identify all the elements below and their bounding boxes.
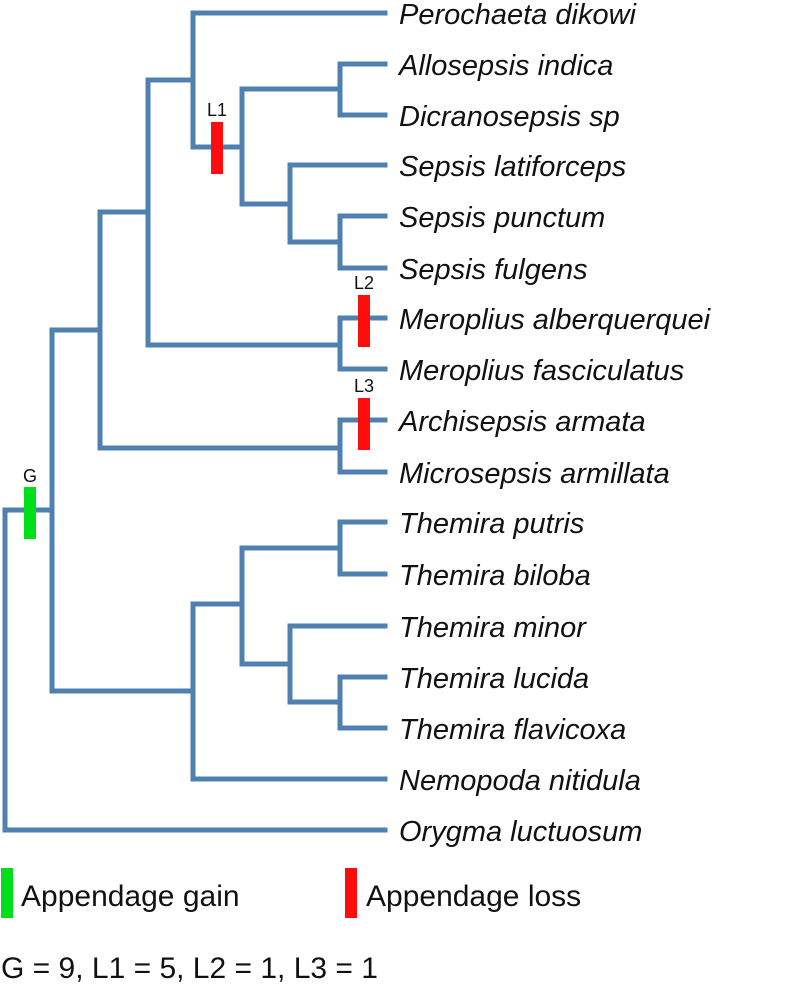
taxon-label: Perochaeta dikowi [399,0,638,31]
loss-marker-3-bar [358,398,370,450]
loss-marker-1-bar [211,122,223,174]
branch-themira-putris-biloba [337,519,388,577]
taxon-label: Themira flavicoxa [399,714,626,746]
branch-sepsis-punctum-fulgens [337,213,388,271]
legend-loss-swatch [345,868,357,918]
taxon-label: Meroplius alberquerquei [399,304,712,336]
branch-upper-clade [97,209,343,451]
loss-marker-2-label: L2 [354,273,374,293]
taxon-label: Themira biloba [399,560,591,592]
taxon-label: Themira lucida [399,663,589,695]
change-markers: G L1 L2 L3 [23,100,374,539]
taxon-label: Nemopoda nitidula [399,765,641,797]
taxon-label: Sepsis latiforceps [399,151,626,183]
loss-marker-1-label: L1 [207,100,227,120]
legend-loss-label: Appendage loss [366,880,581,913]
counts-summary: G = 9, L1 = 5, L2 = 1, L3 = 1 [1,952,378,985]
tree-branches [2,10,388,833]
branch-allosepsis-dicranosepsis [337,61,388,118]
taxon-label: Themira minor [399,612,587,644]
taxon-label: Allosepsis indica [397,50,613,82]
loss-marker-2-bar [358,295,370,347]
gain-marker-label: G [23,466,37,486]
taxon-label: Microsepsis armillata [399,458,670,490]
branch-themira-lucida-flavicoxa [337,674,388,731]
taxon-label: Orygma luctuosum [399,816,642,848]
loss-marker-3-label: L3 [354,376,374,396]
taxon-label: Dicranosepsis sp [399,101,620,133]
taxon-label: Archisepsis armata [397,406,646,438]
taxon-label: Sepsis punctum [399,202,605,234]
gain-marker-bar [24,487,36,539]
legend-gain-label: Appendage gain [21,880,240,913]
taxon-label: Meroplius fasciculatus [399,355,684,387]
branch-ingroup [49,327,196,694]
legend-gain-swatch [1,868,13,918]
taxon-label: Sepsis fulgens [399,254,588,286]
legend: Appendage gain Appendage loss [1,868,581,918]
taxon-label: Themira putris [399,508,584,540]
taxon-labels: Perochaeta dikowi Allosepsis indica Dicr… [397,0,712,848]
